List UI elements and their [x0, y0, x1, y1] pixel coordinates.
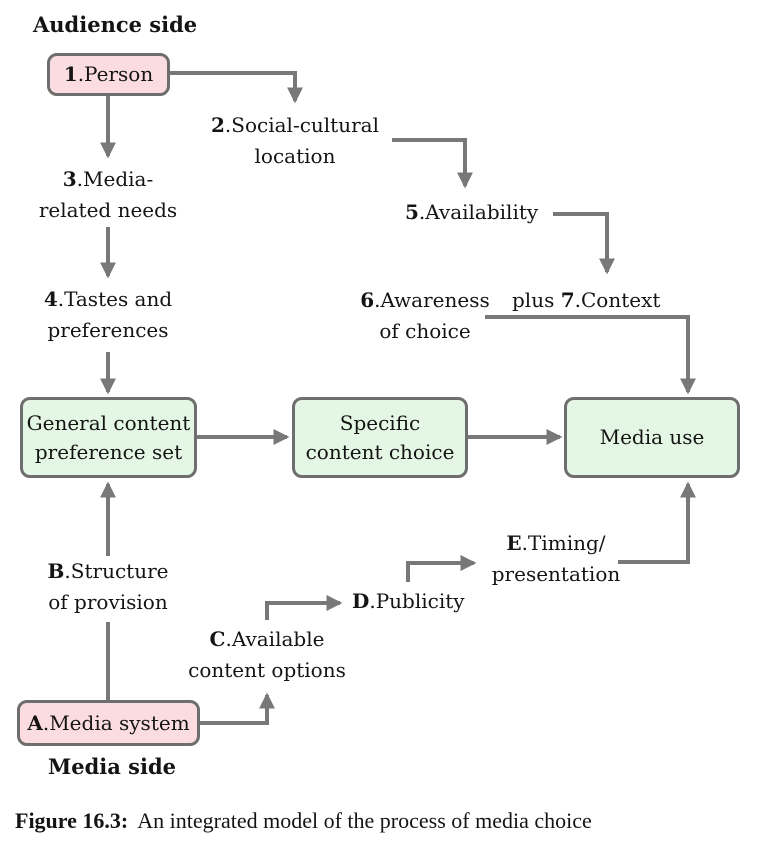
- node-person-box: 1.Person: [47, 53, 170, 96]
- node-social-cultural-location: 2.Social-cultural location: [211, 113, 379, 168]
- node-media-related-needs: 3.Media- related needs: [38, 167, 178, 222]
- node-media-use-label: Media use: [599, 425, 705, 449]
- arrow-awareness-context-to-mediause: [485, 315, 696, 395]
- media-side-label: Media side: [48, 754, 177, 779]
- arrow-social-to-availability: [392, 138, 473, 189]
- audience-side-label: Audience side: [33, 12, 198, 37]
- node-timing-presentation: E.Timing/ presentation: [491, 531, 621, 586]
- node-availability: 5.Availability: [405, 200, 539, 224]
- node-available-content-options: C.Available content options: [188, 627, 346, 682]
- node-tastes-preferences: 4.Tastes and preferences: [43, 287, 173, 342]
- figure-caption-text: An integrated model of the process of me…: [137, 808, 592, 833]
- node-structure-of-provision: B.Structure of provision: [47, 559, 169, 614]
- figure-caption-number: Figure 16.3:: [15, 808, 129, 833]
- node-publicity: D.Publicity: [352, 589, 465, 613]
- node-media-use-box: Media use: [564, 397, 740, 478]
- arrow-availability-to-context: [553, 212, 615, 275]
- arrow-mediasystem-to-available: [198, 692, 275, 725]
- node-plus-context: plus 7.Context: [512, 288, 661, 312]
- arrow-publicity-to-timing: [406, 555, 477, 582]
- node-media-system-label: A.Media system: [27, 710, 190, 735]
- node-awareness-of-choice: 6.Awareness of choice: [360, 288, 490, 343]
- arrow-available-to-publicity: [265, 595, 343, 620]
- node-person-label: 1.Person: [63, 62, 154, 86]
- node-media-system-box: A.Media system: [17, 700, 200, 746]
- figure-caption: Figure 16.3: An integrated model of the p…: [15, 808, 755, 834]
- arrow-person-to-social: [168, 71, 303, 104]
- arrow-timing-to-mediause: [618, 481, 696, 564]
